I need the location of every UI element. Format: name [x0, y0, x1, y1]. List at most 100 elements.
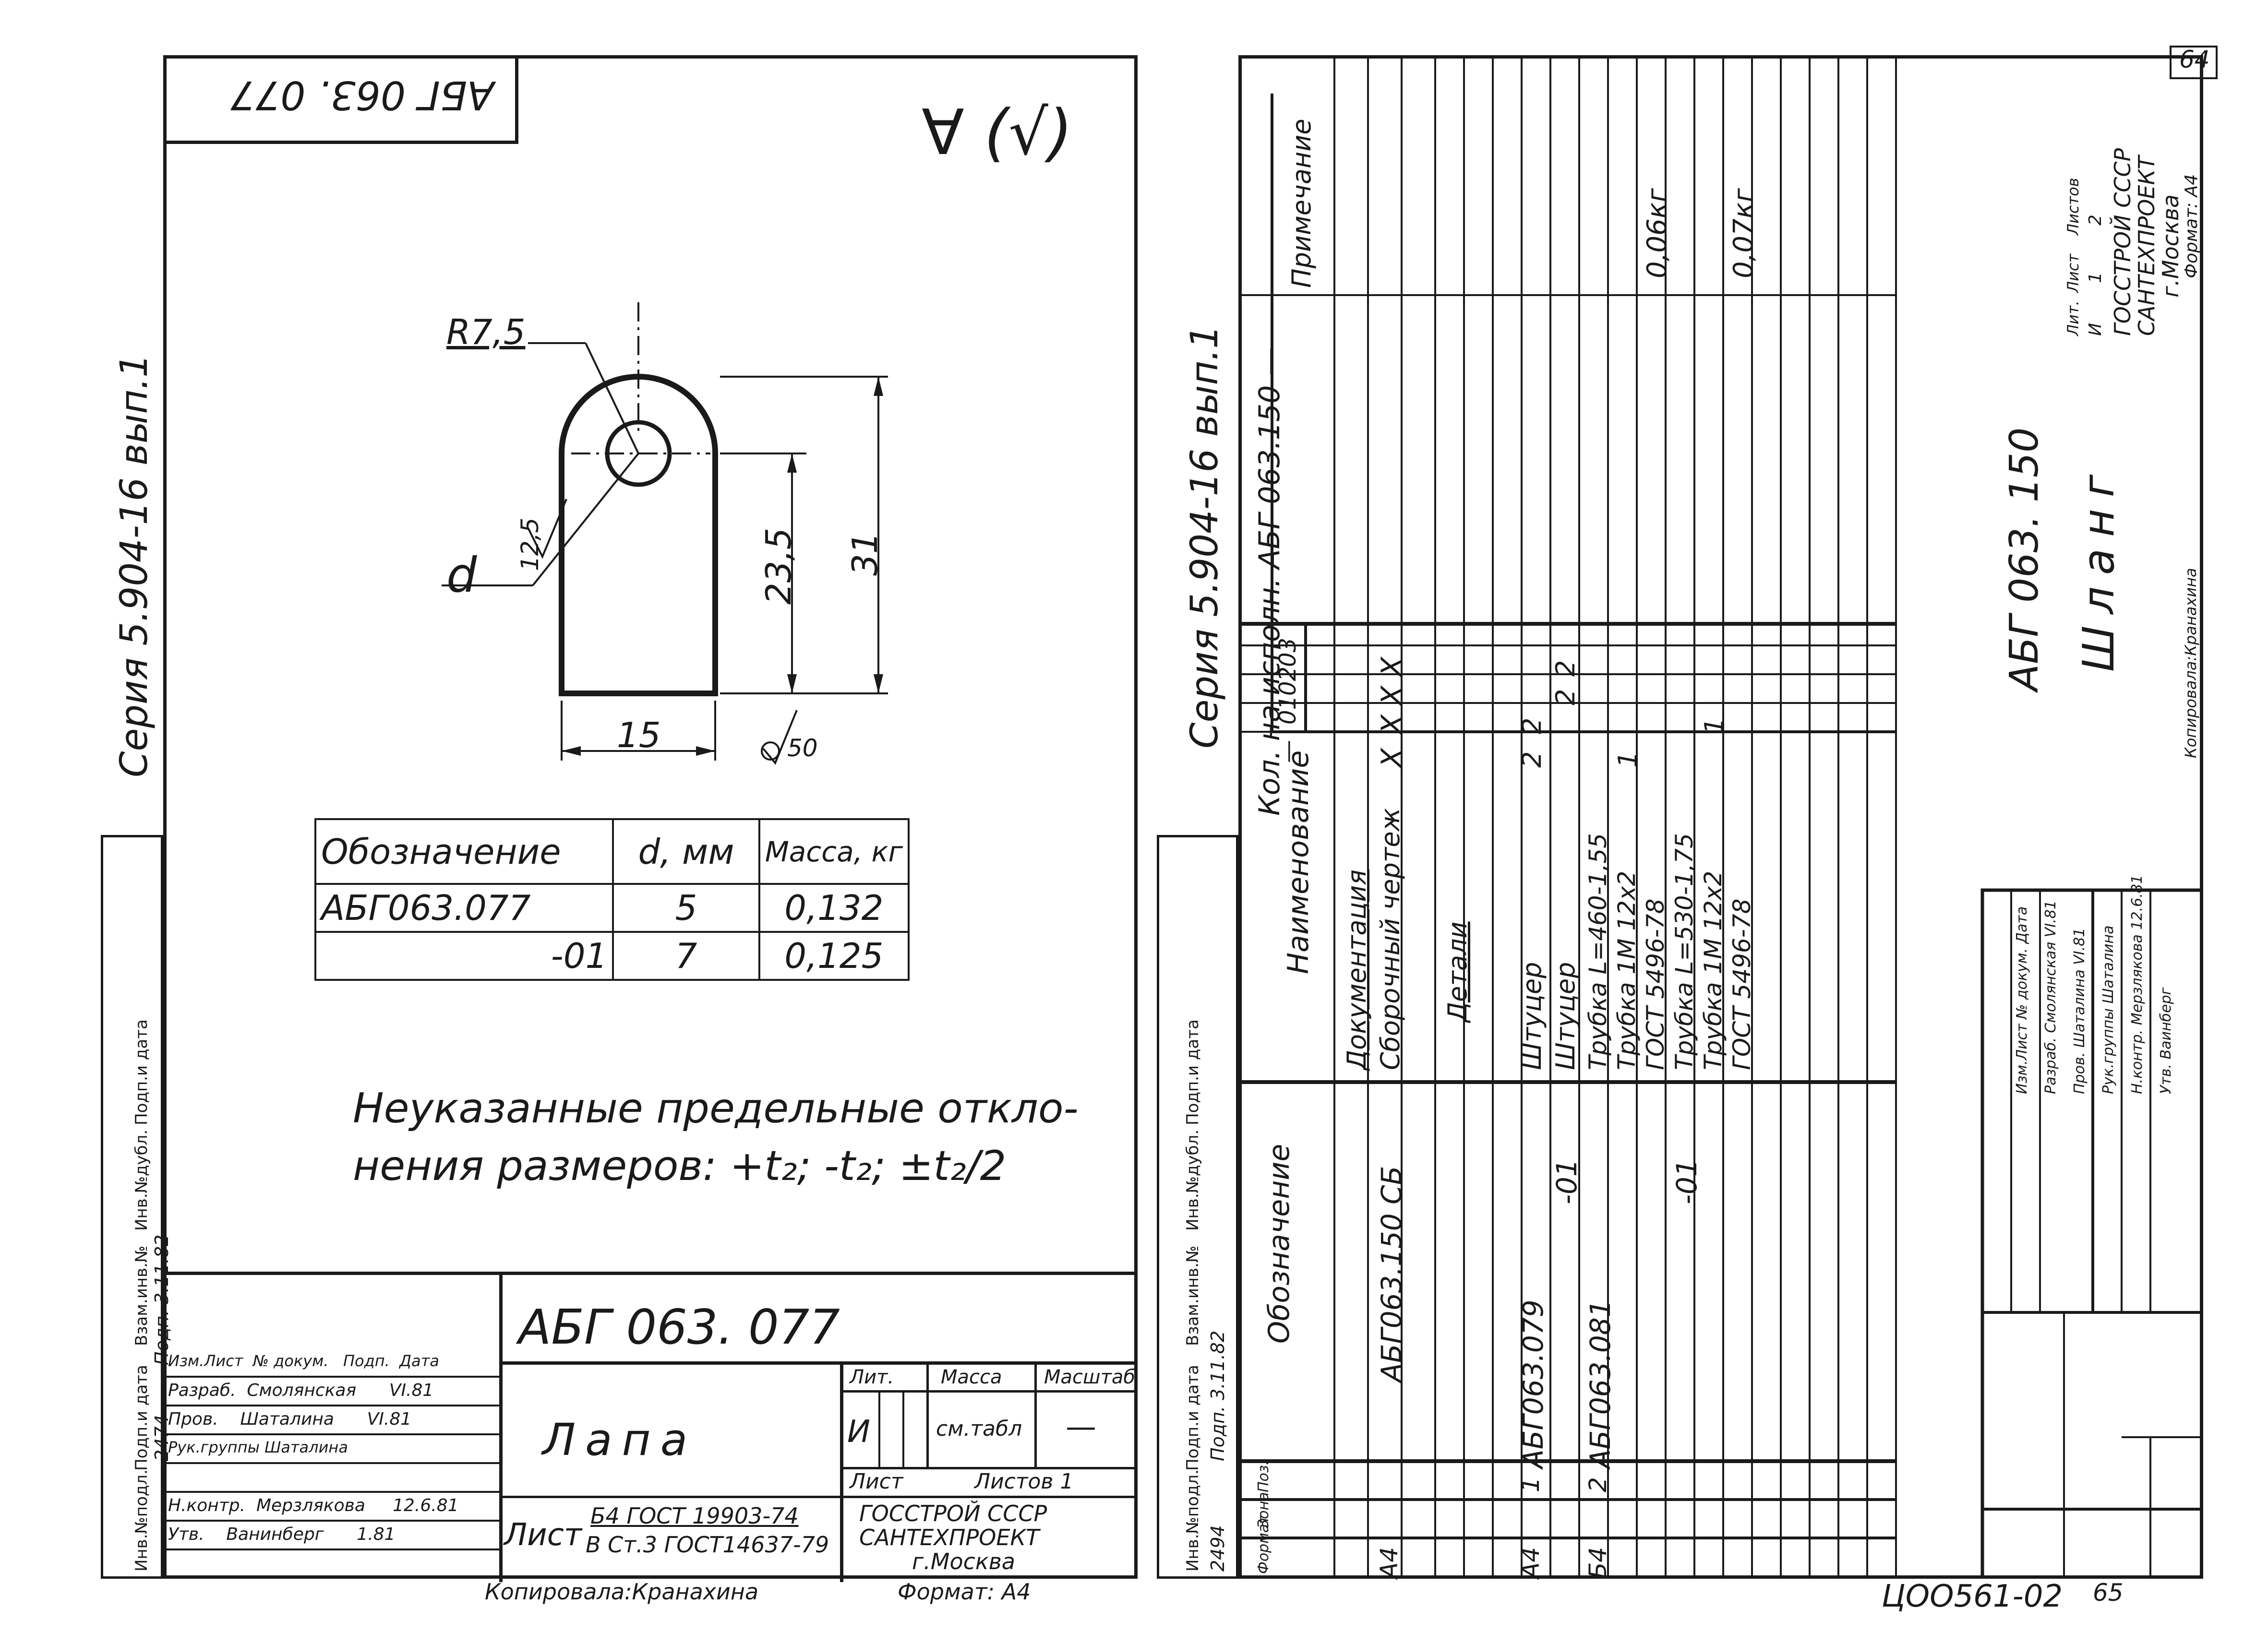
row-name: Трубка 1М 12х2: [1699, 870, 1727, 1070]
left-sheet-frame: [163, 55, 1138, 1579]
role-label: Изм.Лист: [2014, 1024, 2030, 1094]
page-number-box: [2170, 46, 2218, 79]
left-designation: АБГ 063. 077: [518, 1299, 840, 1355]
left-binding-strip: [101, 835, 163, 1579]
row-q0: Х: [1375, 748, 1409, 768]
right-sheets-value: 2: [2086, 214, 2105, 226]
right-col-sheets: Листов: [2064, 178, 2082, 235]
right-col-sheet: Лист: [2064, 253, 2082, 293]
right-copied-by: Копировала:Кранахина: [2182, 568, 2200, 758]
parameter-table: Обозначение d, мм Масса, кг АБГ063.077 5…: [314, 818, 910, 981]
cell-d: 5: [612, 883, 760, 933]
th-mass: Масса, кг: [758, 818, 910, 885]
org-line3: г.Москва: [912, 1549, 1015, 1574]
role-sign: Подп.: [343, 1352, 390, 1370]
role-row: Изм.Лист № докум. Подп. Дата: [168, 1352, 439, 1370]
role-date: Дата: [399, 1352, 440, 1370]
material-prefix: Лист: [504, 1517, 582, 1553]
row-name: Штуцер: [1550, 962, 1581, 1070]
row-designation: АБГ063.081: [1584, 1299, 1617, 1468]
row-name: ГОСТ 5496-78: [1642, 898, 1669, 1070]
row-designation: -01: [1670, 1159, 1703, 1204]
role-row: Разраб. Смолянская VI.81: [2042, 900, 2059, 1094]
role-name: Шаталина: [2100, 925, 2117, 1004]
right-sheet-frame: [1238, 55, 2203, 1579]
col-designation-header: Обозначение: [1262, 1144, 1296, 1344]
side-sign2-label: Подп.и дата: [132, 1019, 151, 1125]
role-label: Утв.: [2158, 1064, 2174, 1094]
role-row: Рук.группы Шаталина: [2100, 925, 2117, 1094]
row-q1: Х: [1375, 714, 1409, 734]
side-sign-label: Подп.и дата: [132, 1365, 151, 1471]
right-binding-strip: [1157, 835, 1238, 1579]
row-q1: 1: [1699, 717, 1729, 734]
role-name: Смолянская: [247, 1381, 357, 1400]
side-dup-label: Инв.№дубл.: [1183, 1129, 1202, 1231]
side-inv-value: 2494: [1207, 1525, 1228, 1572]
side-dup-label: Инв.№дубл.: [132, 1129, 151, 1231]
role-name: Шаталина: [2071, 969, 2088, 1048]
org-line2: САНТЕХПРОЕКТ: [859, 1525, 1040, 1550]
row-name: Трубка 1М 12х2: [1613, 870, 1641, 1070]
col-lit: Лит.: [850, 1366, 894, 1388]
row-designation: -01: [1550, 1159, 1583, 1204]
role-label: Рук.группы: [168, 1438, 260, 1456]
left-series-label: Серия 5.904-16 вып.1: [113, 354, 156, 777]
exec-col-2: 02: [1274, 666, 1301, 696]
right-org-line3: г.Москва: [2158, 194, 2184, 298]
col-name-header: Наименование: [1282, 750, 1315, 974]
row-name: Детали: [1442, 921, 1473, 1022]
tolerance-note-line2: нения размеров: +t₂; -t₂; ±t₂/2: [353, 1142, 1007, 1190]
exec-col-0: —: [1274, 740, 1301, 763]
left-format: Формат: А4: [898, 1579, 1031, 1605]
right-sheet-value: 1: [2086, 272, 2105, 283]
row-name: Трубка L=530-1,75: [1670, 833, 1698, 1070]
role-label: Н.контр.: [2129, 1029, 2146, 1094]
side-inv-label: Инв.№подл.: [1183, 1469, 1202, 1572]
right-format: Формат: А4: [2182, 174, 2201, 278]
footer-code: ЦОО561-02: [1882, 1579, 2063, 1614]
row-designation: АБГ063.150 СБ: [1375, 1166, 1408, 1382]
right-side-strip: Инв.№подл. Подп.и дата Взам.инв.№ Инв.№д…: [1159, 837, 1236, 1576]
side-replace-label: Взам.инв.№: [132, 1245, 151, 1346]
role-label: Разраб.: [2042, 1037, 2059, 1094]
side-sign-value: Подп. 3.11.82: [1207, 1330, 1228, 1461]
role-label: Пров.: [168, 1409, 218, 1429]
role-name: Мерзлякова: [2129, 934, 2146, 1025]
role-row: Изм.Лист № докум. Дата: [2014, 906, 2030, 1094]
cell-d: 7: [612, 931, 760, 981]
table-row: АБГ063.077 5 0,132: [314, 883, 910, 933]
dim-roughness-125: 12,5: [516, 517, 544, 571]
right-lit-value: И: [2086, 323, 2105, 336]
row-name: Документация: [1342, 870, 1372, 1070]
dim-radius: R7,5: [446, 312, 526, 352]
dim-height-inner: 23,5: [758, 527, 799, 605]
role-label: Н.контр.: [168, 1496, 246, 1515]
left-top-stamp-box: [163, 55, 518, 144]
col-zone-header: Зона: [1255, 1492, 1272, 1528]
material-line1: Б4 ГОСТ 19903-74: [590, 1503, 799, 1529]
right-org-line2: САНТЕХПРОЕКТ: [2134, 155, 2160, 336]
scale-value: —: [1066, 1409, 1096, 1445]
th-designation: Обозначение: [314, 818, 614, 885]
role-date: 12.6.81: [393, 1496, 459, 1515]
role-row: Утв. Ваинберг: [2158, 988, 2174, 1094]
table-row: -01 7 0,125: [314, 931, 910, 981]
role-label: Утв.: [168, 1525, 204, 1544]
lit-value: И: [847, 1414, 870, 1450]
page-number: 64: [2179, 46, 2210, 73]
col-note-header: Примечание: [1286, 119, 1317, 288]
row-format: А4: [1375, 1547, 1403, 1579]
cell-mass: 0,132: [758, 883, 910, 933]
left-part-name: Лапа: [542, 1414, 697, 1465]
row-designation: АБГ063.079: [1517, 1299, 1549, 1468]
row-name: Трубка L=460-1,55: [1584, 833, 1612, 1070]
cell-designation: АБГ063.077: [314, 883, 614, 933]
left-top-stamp: АБГ 063. 077: [230, 72, 494, 118]
cell-mass: 0,125: [758, 931, 910, 981]
dim-height-total: 31: [845, 532, 885, 576]
role-row: Н.контр. Мерзлякова 12.6.81: [168, 1496, 459, 1515]
dim-width: 15: [617, 715, 661, 755]
role-label: Разраб.: [168, 1381, 236, 1400]
